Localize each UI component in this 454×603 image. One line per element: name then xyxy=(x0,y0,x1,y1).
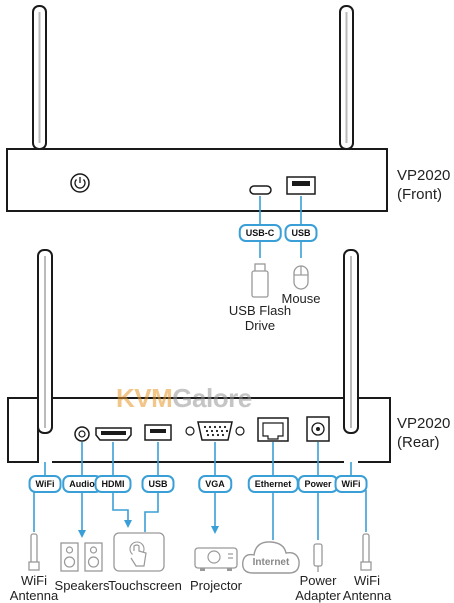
rear-ethernet-port[interactable] xyxy=(257,417,289,442)
touchscreen-label: Touchscreen xyxy=(108,578,182,593)
front-usb-c-badge: USB-C xyxy=(238,224,282,242)
rear-hdmi-port[interactable] xyxy=(95,427,132,441)
rear-model-label: VP2020 xyxy=(397,415,451,432)
rear-power-badge: Power xyxy=(297,475,339,493)
front-usb-port[interactable] xyxy=(286,176,316,195)
projector-icon xyxy=(194,547,238,571)
internet-label: Internet xyxy=(253,557,290,568)
projector-label: Projector xyxy=(189,578,243,593)
usb-flash-drive-icon xyxy=(251,263,269,298)
rear-wifi-left-badge: WiFi xyxy=(28,475,62,493)
antenna-icon xyxy=(360,533,372,571)
power-button-icon[interactable] xyxy=(70,173,90,193)
rear-vga-badge: VGA xyxy=(198,475,232,493)
rear-wifi-right-badge: WiFi xyxy=(334,475,368,493)
rear-power-port[interactable] xyxy=(306,416,330,442)
rear-usb-port[interactable] xyxy=(144,424,172,441)
wifi-antenna-left-label: WiFi Antenna xyxy=(9,573,59,603)
rear-chassis-left xyxy=(7,397,39,463)
front-antenna-left xyxy=(32,5,47,150)
front-usb-c-port[interactable] xyxy=(249,185,272,195)
rear-antenna-right xyxy=(343,249,359,434)
rear-connector-lines xyxy=(33,442,367,540)
rear-audio-port[interactable] xyxy=(74,426,90,442)
mouse-icon xyxy=(293,265,309,290)
front-model-label: VP2020 xyxy=(397,167,451,184)
front-view-label: VP2020 (Front) xyxy=(397,166,450,204)
antenna-icon xyxy=(28,533,40,571)
power-adapter-icon xyxy=(313,543,323,572)
mouse-label: Mouse xyxy=(281,291,321,306)
front-side-label: (Front) xyxy=(397,186,442,203)
rear-side-label: (Rear) xyxy=(397,434,440,451)
rear-ethernet-badge: Ethernet xyxy=(247,475,299,493)
cloud-icon: Internet xyxy=(242,541,300,574)
rear-view-label: VP2020 (Rear) xyxy=(397,414,450,452)
power-adapter-label: Power Adapter xyxy=(295,573,341,603)
rear-vga-port[interactable] xyxy=(185,421,245,441)
front-usb-badge: USB xyxy=(284,224,318,242)
watermark: KVMGalore xyxy=(116,383,252,413)
front-antenna-right xyxy=(339,5,354,150)
touchscreen-icon xyxy=(113,532,165,572)
rear-hdmi-badge: HDMI xyxy=(94,475,132,493)
speakers-icon xyxy=(60,542,103,572)
rear-antenna-left xyxy=(37,249,53,434)
rear-usb-badge: USB xyxy=(141,475,175,493)
usb-flash-drive-label: USB Flash Drive xyxy=(228,303,292,333)
front-chassis xyxy=(6,148,388,212)
wifi-antenna-right-label: WiFi Antenna xyxy=(342,573,392,603)
speakers-label: Speakers xyxy=(54,578,110,593)
